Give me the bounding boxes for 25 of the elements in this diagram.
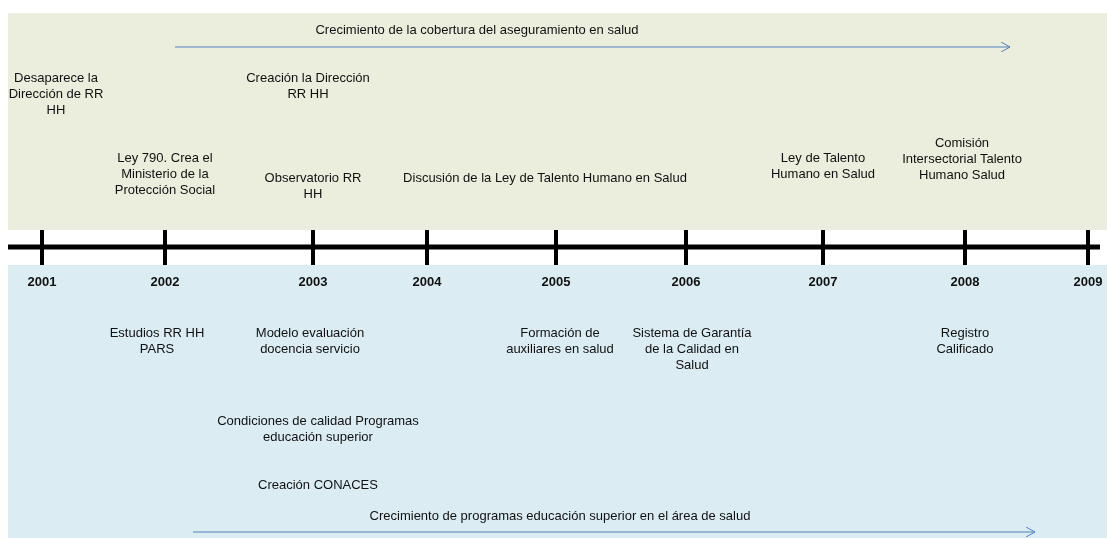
year-label: 2003 xyxy=(298,274,328,290)
event-label: Sistema de Garantía de la Calidad en Salud xyxy=(631,325,753,373)
year-label: 2002 xyxy=(150,274,180,290)
event-label: Comisión Intersectorial Talento Humano Salud xyxy=(902,135,1022,183)
event-label: Observatorio RR HH xyxy=(263,170,363,202)
event-label: Formación de auxiliares en salud xyxy=(505,325,615,357)
year-label: 2008 xyxy=(950,274,980,290)
trend-label: Crecimiento de la cobertura del aseguramiento en salud xyxy=(314,22,640,38)
year-label: 2001 xyxy=(27,274,57,290)
event-label: Ley 790. Crea el Ministerio de la Protección Social xyxy=(113,150,217,198)
event-label: Creación CONACES xyxy=(257,477,379,493)
event-label: Estudios RR HH PARS xyxy=(108,325,206,357)
year-label: 2007 xyxy=(808,274,838,290)
event-label: Registro Calificado xyxy=(935,325,995,357)
trend-label: Crecimiento de programas educación superior en el área de salud xyxy=(368,508,752,524)
event-label: Desaparece la Dirección de RR HH xyxy=(7,70,105,118)
year-label: 2009 xyxy=(1073,274,1103,290)
year-label: 2006 xyxy=(671,274,701,290)
event-label: Creación la Dirección RR HH xyxy=(245,70,371,102)
year-label: 2005 xyxy=(541,274,571,290)
event-label: Condiciones de calidad Programas educación superior xyxy=(216,413,420,445)
year-label: 2004 xyxy=(412,274,442,290)
event-label: Discusión de la Ley de Talento Humano en Salud xyxy=(402,170,688,186)
event-label: Ley de Talento Humano en Salud xyxy=(769,150,877,182)
event-label: Modelo evaluación docencia servicio xyxy=(254,325,366,357)
